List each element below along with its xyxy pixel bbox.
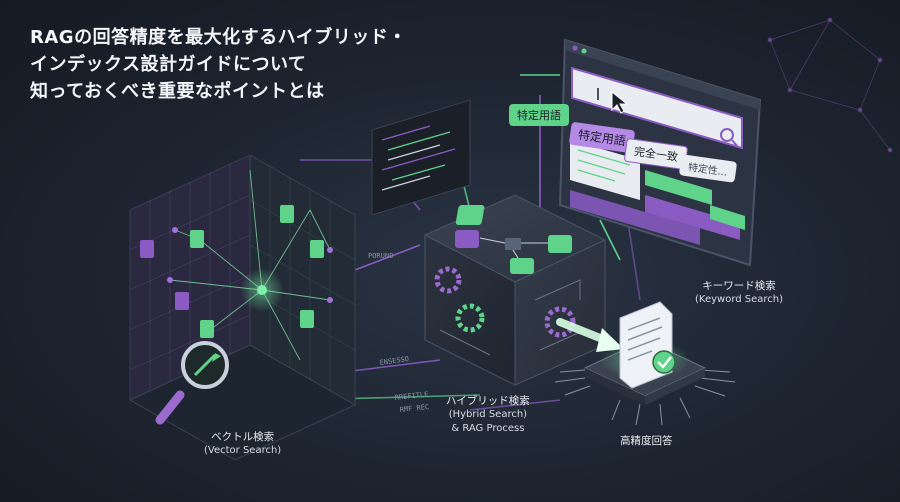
keyword-search-caption: キーワード検索 (Keyword Search) [695, 279, 783, 307]
hybrid-search-label-ja: ハイブリッド検索 [446, 395, 530, 407]
decorative-labels: PORUNO ENSESSO RREFITLE RMF REC [368, 252, 430, 414]
svg-text:RREFITLE: RREFITLE [394, 391, 428, 402]
hybrid-search-label-en: (Hybrid Search) [448, 409, 528, 420]
answer-caption: 高精度回答 [620, 434, 673, 448]
hybrid-search-caption: ハイブリッド検索 (Hybrid Search) & RAG Process [446, 394, 530, 436]
title-line-2: インデックス設計ガイドについて [30, 54, 307, 75]
document-icons [140, 205, 324, 338]
magnifier-icon [155, 341, 229, 425]
keyword-search-label-en: (Keyword Search) [695, 294, 784, 305]
title-line-3: 知っておくべき重要なポイントとは [30, 81, 325, 102]
svg-text:PORUNO: PORUNO [368, 252, 393, 260]
keyword-search-label-ja: キーワード検索 [702, 280, 776, 292]
network-decoration [767, 17, 893, 153]
title-line-1: RAGの回答精度を最大化するハイブリッド・ [30, 27, 407, 48]
search-chip-1[interactable]: 特定用語 [509, 104, 569, 126]
hybrid-search-label-extra: & RAG Process [451, 423, 525, 434]
vector-search-label-en: (Vector Search) [204, 445, 282, 456]
answer-document-icon [619, 301, 676, 389]
svg-text:RMF REC: RMF REC [399, 403, 429, 414]
vector-search-label-ja: ベクトル検索 [211, 431, 275, 443]
hybrid-cube [423, 194, 607, 386]
page-title: RAGの回答精度を最大化するハイブリッド・ インデックス設計ガイドについて 知っ… [30, 24, 510, 105]
answer-label-ja: 高精度回答 [620, 435, 673, 447]
vector-search-caption: ベクトル検索 (Vector Search) [204, 430, 281, 458]
vector-space [128, 154, 357, 461]
code-panel [371, 99, 471, 216]
